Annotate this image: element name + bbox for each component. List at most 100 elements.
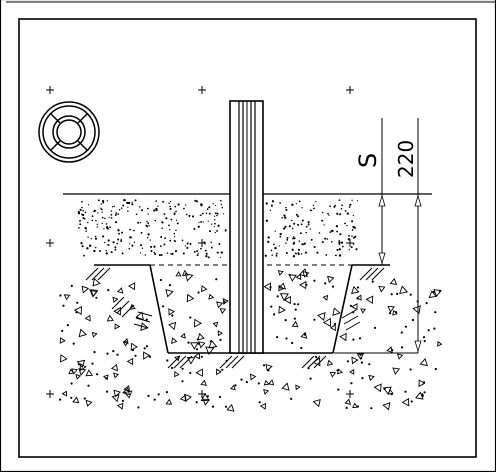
- gravel-dot: [62, 304, 65, 307]
- topsoil-speck: [301, 207, 303, 209]
- topsoil-speck: [349, 203, 352, 206]
- topsoil-speck: [153, 209, 156, 212]
- topsoil-speck: [137, 221, 140, 224]
- gravel-fill: [59, 268, 443, 412]
- topsoil-speck: [84, 226, 87, 230]
- topsoil-speck: [121, 252, 124, 255]
- gravel-dot: [315, 355, 318, 359]
- topsoil-speck: [204, 249, 207, 252]
- topsoil-speck: [214, 231, 216, 234]
- topsoil-speck: [327, 212, 329, 215]
- topsoil-speck: [169, 207, 172, 210]
- gravel-dot: [276, 336, 279, 339]
- topsoil-speck: [214, 212, 217, 215]
- topsoil-speck: [338, 240, 341, 242]
- topsoil-speck: [80, 242, 83, 245]
- topsoil-speck: [105, 249, 108, 252]
- gravel-stone: [382, 386, 392, 395]
- topsoil-speck: [200, 247, 202, 250]
- topsoil-speck: [297, 215, 299, 218]
- topsoil-speck: [315, 201, 317, 203]
- gravel-stone: [123, 390, 133, 399]
- gravel-stone: [322, 317, 331, 327]
- gravel-stone: [168, 308, 176, 316]
- topsoil-speck: [138, 206, 141, 208]
- gravel-dot: [70, 284, 73, 287]
- gravel-stone: [352, 402, 359, 409]
- gravel-dot: [368, 363, 371, 366]
- topsoil-speck: [279, 235, 282, 238]
- gravel-stone: [415, 391, 424, 400]
- gravel-dot: [77, 363, 80, 366]
- gravel-dot: [165, 391, 168, 394]
- registration-mark: [346, 239, 354, 247]
- topsoil-speck: [351, 199, 353, 201]
- gravel-dot: [313, 318, 316, 321]
- topsoil-speck: [141, 247, 144, 249]
- topsoil-speck: [134, 199, 137, 202]
- topsoil-speck: [96, 226, 98, 228]
- topsoil-speck: [213, 226, 215, 228]
- gravel-stone: [85, 369, 94, 377]
- gravel-stone: [212, 321, 219, 328]
- topsoil-speck: [135, 213, 138, 216]
- topsoil-speck: [174, 240, 176, 243]
- gravel-stone: [263, 388, 270, 395]
- topsoil-speck: [278, 245, 280, 247]
- gravel-stone: [174, 370, 180, 378]
- topsoil-speck: [100, 207, 102, 209]
- topsoil-speck: [79, 219, 81, 222]
- gravel-dot: [157, 393, 160, 396]
- topsoil-speck: [127, 210, 129, 212]
- topsoil-speck: [309, 228, 312, 230]
- registration-mark: [346, 390, 354, 398]
- topsoil-speck: [169, 239, 172, 242]
- topsoil-speck: [214, 222, 216, 225]
- gravel-stone: [399, 285, 409, 294]
- topsoil-speck: [100, 203, 102, 205]
- topsoil-speck: [81, 200, 83, 203]
- topsoil-speck: [292, 242, 295, 245]
- topsoil-speck: [285, 208, 288, 212]
- topsoil-speck: [220, 199, 222, 202]
- gravel-stone: [355, 294, 362, 301]
- gravel-dot: [276, 295, 279, 298]
- registration-mark: [46, 86, 54, 94]
- gravel-stone: [208, 339, 218, 349]
- topsoil-speck: [97, 199, 100, 202]
- gravel-dot: [390, 293, 393, 296]
- gravel-dot: [107, 289, 110, 292]
- gravel-stone: [418, 379, 426, 388]
- gravel-dot: [349, 304, 352, 307]
- topsoil-speck: [338, 199, 341, 201]
- topsoil-speck: [270, 204, 273, 207]
- topsoil-speck: [203, 241, 205, 243]
- topsoil-speck: [291, 227, 294, 230]
- topsoil-speck: [286, 238, 289, 241]
- topsoil-speck: [204, 243, 206, 245]
- topsoil-speck: [163, 243, 166, 246]
- gravel-dot: [131, 348, 135, 352]
- gravel-dot: [404, 390, 407, 393]
- gravel-stone: [113, 306, 121, 316]
- topsoil-speck: [110, 251, 113, 254]
- gravel-stone: [208, 293, 215, 300]
- gravel-stone: [433, 289, 442, 298]
- topsoil-speck: [336, 248, 339, 251]
- gravel-dot: [360, 361, 363, 364]
- topsoil-speck: [291, 203, 294, 206]
- registration-mark: [198, 239, 206, 247]
- gravel-stone: [113, 389, 121, 398]
- topsoil-speck: [222, 213, 225, 215]
- topsoil-speck: [279, 202, 281, 204]
- topsoil-speck: [114, 248, 117, 251]
- topsoil-speck: [291, 248, 294, 251]
- topsoil-speck: [108, 216, 110, 219]
- gravel-dot: [211, 405, 215, 408]
- gravel-dot: [293, 303, 296, 306]
- gravel-dot: [66, 324, 69, 327]
- topsoil-speck: [279, 232, 282, 236]
- topsoil-speck: [336, 212, 339, 215]
- topsoil-speck: [154, 219, 157, 222]
